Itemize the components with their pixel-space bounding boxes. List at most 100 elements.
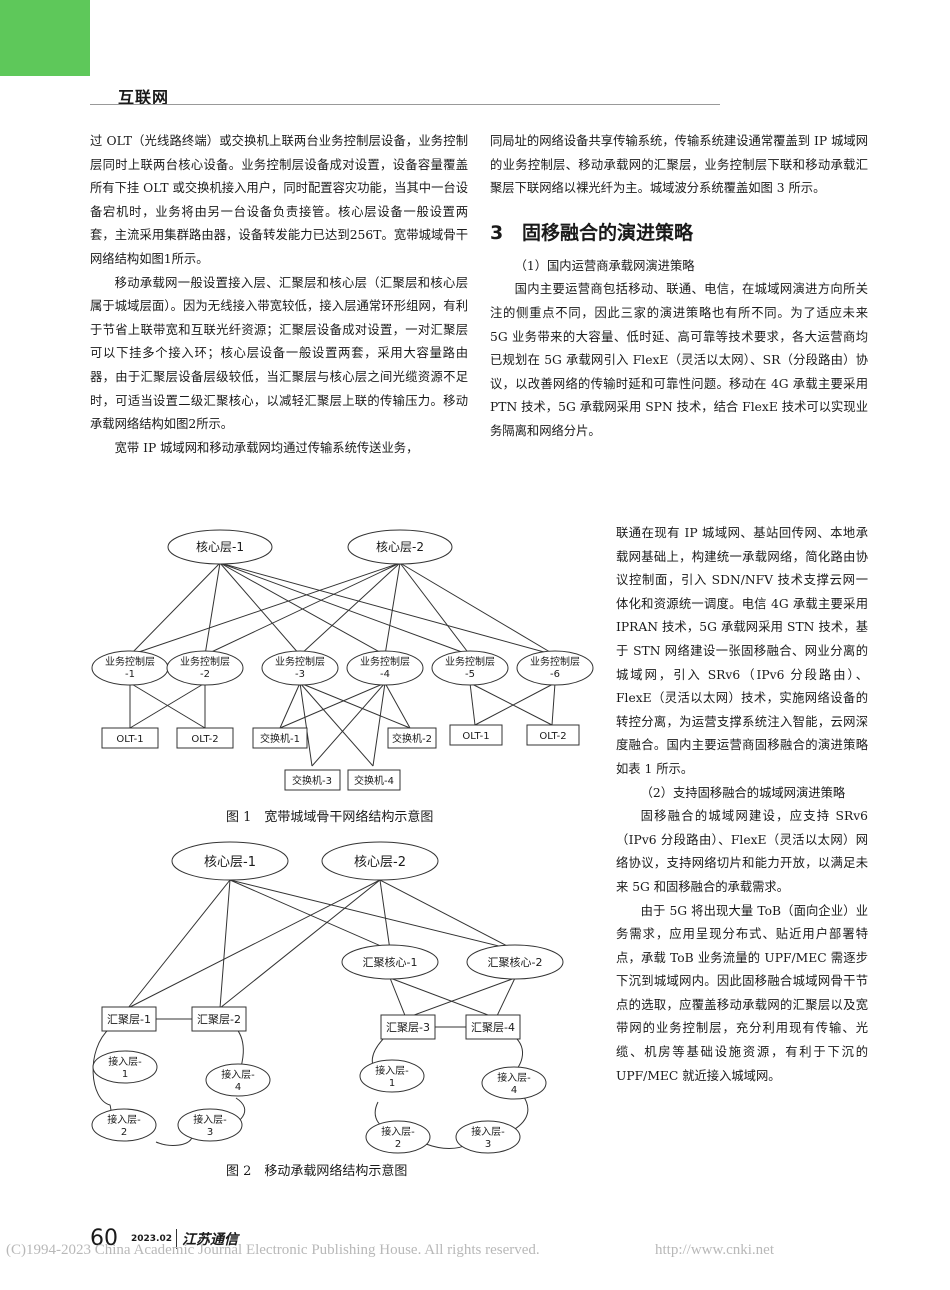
access-r2-num: 2: [395, 1139, 401, 1150]
switch-box-3: [284, 769, 341, 791]
bc-2-node: [166, 650, 244, 686]
core-1-node: [167, 529, 273, 565]
olt-box-3: [449, 724, 503, 746]
agg-1-label: 汇聚层-1: [107, 1013, 151, 1026]
header-rule: [90, 104, 720, 105]
section-heading-text: 固移融合的演进策略: [522, 221, 694, 244]
access-2-label: 接入层-: [107, 1113, 141, 1126]
copyright-text: (C)1994-2023 China Academic Journal Elec…: [6, 1242, 540, 1258]
access-r2-label: 接入层-: [381, 1125, 415, 1138]
switch-box-4: [347, 769, 401, 791]
switch-4-label: 交换机-4: [354, 774, 394, 787]
olt-box-1: [101, 727, 159, 749]
bc-6-label: 业务控制层: [530, 655, 580, 668]
section-title: 互联网: [118, 88, 170, 107]
right-column-top: 同局址的网络设备共享传输系统，传输系统建设通常覆盖到 IP 城域网的业务控制层、…: [490, 130, 868, 444]
switch-2-label: 交换机-2: [392, 732, 432, 745]
right-paragraph-5: 由于 5G 将出现大量 ToB（面向企业）业务需求，应用呈现分布式、贴近用户部署…: [616, 903, 868, 1083]
agg-core-2-label: 汇聚核心-2: [488, 955, 543, 969]
access-3-node: [177, 1108, 243, 1142]
left-column: 过 OLT（光线路终端）或交换机上联两台业务控制层设备，业务控制层同时上联两台核…: [90, 130, 468, 460]
bc-1-suffix: -1: [125, 669, 135, 680]
access-r2-node: [365, 1120, 431, 1154]
access-1-label: 接入层-: [108, 1055, 142, 1068]
core-2-node: [347, 529, 453, 565]
fig2-core-1-label: 核心层-1: [204, 855, 256, 870]
fig2-core-2-label: 核心层-2: [354, 855, 406, 870]
core-2-label: 核心层-2: [376, 540, 424, 554]
fig2-core-1-node: [171, 841, 289, 881]
access-r3-node: [455, 1120, 521, 1154]
bc-3-node: [261, 650, 339, 686]
olt-1-label: OLT-1: [116, 734, 143, 745]
access-4-node: [205, 1063, 271, 1097]
bc-3-suffix: -3: [295, 669, 305, 680]
agg-2-label: 汇聚层-2: [197, 1013, 241, 1026]
bc-1-label: 业务控制层: [105, 655, 155, 668]
bc-3-label: 业务控制层: [275, 655, 325, 668]
agg-core-2-node: [466, 944, 564, 980]
section-color-block: [0, 0, 90, 76]
switch-box-1: [252, 727, 308, 749]
figure-2-diagram: 核心层-1 核心层-2 汇聚核心-1 汇聚核心-2 汇聚层-1 汇聚层-2 汇聚…: [91, 841, 564, 1154]
agg-3-label: 汇聚层-3: [386, 1021, 430, 1034]
section-number: 3: [490, 221, 504, 244]
magazine-logo: 江苏通信: [182, 1232, 238, 1248]
right-paragraph-4: 固移融合的城域网建设，应支持 SRv6（IPv6 分段路由）、FlexE（灵活以…: [616, 809, 868, 894]
left-paragraph-2: 移动承载网一般设置接入层、汇聚层和核心层（汇聚层和核心层属于城域层面）。因为无线…: [90, 275, 468, 432]
olt-box-4: [526, 724, 580, 746]
left-paragraph-3: 宽带 IP 城域网和移动承载网均通过传输系统传送业务，: [114, 440, 419, 455]
bc-4-label: 业务控制层: [360, 655, 410, 668]
switch-1-label: 交换机-1: [260, 732, 300, 745]
access-r1-label: 接入层-: [375, 1064, 409, 1077]
right-paragraph-1: 同局址的网络设备共享传输系统，传输系统建设通常覆盖到 IP 城域网的业务控制层、…: [490, 134, 868, 196]
access-r3-label: 接入层-: [471, 1125, 505, 1138]
bc-2-label: 业务控制层: [180, 655, 230, 668]
olt-box-2: [176, 727, 234, 749]
access-r3-num: 3: [485, 1139, 491, 1150]
access-3-label: 接入层-: [193, 1113, 227, 1126]
access-r4-node: [481, 1066, 547, 1100]
access-2-num: 2: [121, 1127, 127, 1138]
access-1-node: [92, 1050, 158, 1084]
switch-box-2: [387, 727, 437, 749]
figure-1-caption: 图 1 宽带城域骨干网络结构示意图: [226, 810, 434, 825]
page-number: 60: [90, 1226, 118, 1251]
fig2-core-2-node: [321, 841, 439, 881]
olt-3-label: OLT-1: [462, 731, 489, 742]
bc-2-suffix: -2: [200, 669, 210, 680]
right-paragraph-2: 国内主要运营商包括移动、联通、电信，在城域网演进方向所关注的侧重点不同，因此三家…: [490, 282, 868, 438]
access-1-num: 1: [122, 1069, 128, 1080]
figure-1-diagram: 核心层-1 核心层-2 业务控制层 -1 业务控制层 -2 业务控制层 -3 业…: [91, 529, 594, 791]
issue-date: 2023.02: [131, 1234, 172, 1244]
access-r4-label: 接入层-: [497, 1071, 531, 1084]
agg-core-1-label: 汇聚核心-1: [363, 955, 418, 969]
bc-5-suffix: -5: [465, 669, 475, 680]
subsection-1: （1）国内运营商承载网演进策略: [514, 258, 695, 273]
left-paragraph-1: 过 OLT（光线路终端）或交换机上联两台业务控制层设备，业务控制层同时上联两台核…: [90, 134, 468, 266]
section-heading: 3 固移融合的演进策略: [490, 219, 868, 247]
access-3-num: 3: [207, 1127, 213, 1138]
access-r1-num: 1: [389, 1078, 395, 1089]
agg-3-box: [380, 1014, 436, 1040]
agg-4-label: 汇聚层-4: [471, 1021, 515, 1034]
subsection-2: （2）支持固移融合的城域网演进策略: [640, 785, 846, 800]
access-4-label: 接入层-: [221, 1068, 255, 1081]
figure-2: 核心层-1 核心层-2 汇聚核心-1 汇聚核心-2 汇聚层-1 汇聚层-2 汇聚…: [90, 840, 610, 1159]
bc-4-suffix: -4: [380, 669, 390, 680]
bc-5-node: [431, 650, 509, 686]
footer-divider: [176, 1229, 177, 1249]
bc-5-label: 业务控制层: [445, 655, 495, 668]
agg-2-box: [191, 1006, 247, 1032]
bc-6-node: [516, 650, 594, 686]
access-r1-node: [359, 1059, 425, 1093]
agg-4-box: [465, 1014, 521, 1040]
access-2-node: [91, 1108, 157, 1142]
cnki-url: http://www.cnki.net: [655, 1242, 775, 1258]
bc-4-node: [346, 650, 424, 686]
right-paragraph-3: 联通在现有 IP 城域网、基站回传网、本地承载网基础上，构建统一承载网络，简化路…: [616, 526, 868, 776]
access-4-num: 4: [235, 1082, 241, 1093]
switch-3-label: 交换机-3: [292, 774, 332, 787]
olt-2-label: OLT-2: [191, 734, 218, 745]
access-r4-num: 4: [511, 1085, 517, 1096]
